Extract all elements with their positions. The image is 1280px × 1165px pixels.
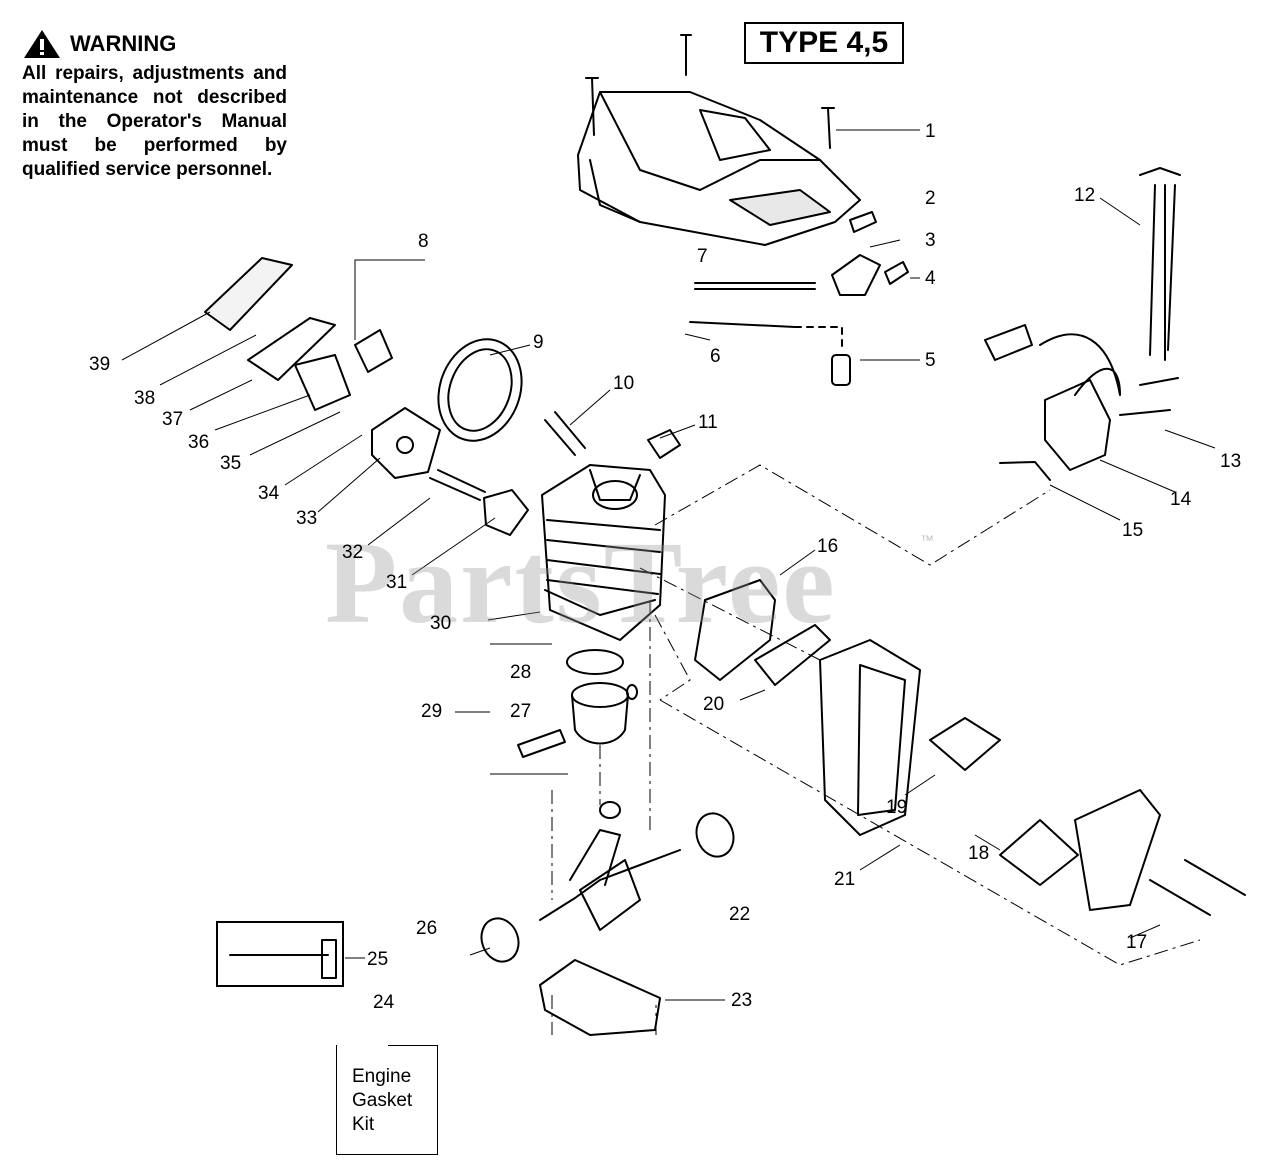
type-label: TYPE 4,5 [744,22,904,64]
callout-28: 28 [510,662,532,683]
callout-7: 7 [697,246,708,267]
callout-32: 32 [342,542,364,563]
callout-4: 4 [925,268,936,289]
kit-label-line: Kit [352,1114,375,1135]
callout-33: 33 [296,508,318,529]
warning-text: All repairs, adjustments and maintenance… [22,63,287,180]
kit-label-line: Gasket [352,1090,413,1111]
warning-title: WARNING [70,31,177,56]
engine-gasket-kit-box: Engine Gasket Kit [336,1045,438,1155]
tool-part [229,939,337,979]
muffler-cover [1074,789,1161,911]
callout-31: 31 [386,572,408,593]
callout-34: 34 [258,483,280,504]
callout-5: 5 [925,350,936,371]
callout-17: 17 [1126,932,1148,953]
spark-screen [999,819,1079,886]
callout-14: 14 [1170,489,1192,510]
crankcase-part [539,959,661,1036]
warning-notice: WARNING All repairs, adjustments and mai… [22,28,287,182]
plug-part [849,211,877,233]
bolt-part [884,261,909,285]
callout-9: 9 [533,332,544,353]
warning-icon [24,30,60,58]
spark-plug [544,411,586,456]
cylinder-part [541,464,666,641]
gasket-part [483,489,529,536]
callout-25: 25 [367,949,389,970]
callout-36: 36 [188,432,210,453]
callout-15: 15 [1122,520,1144,541]
muffler-body [819,639,921,836]
piston-ring [566,649,624,675]
rod-part [694,282,816,290]
callout-10: 10 [613,373,635,394]
callout-20: 20 [703,694,725,715]
bearing-part [695,812,735,858]
exhaust-gasket [754,624,831,686]
air-filter-part [204,257,293,331]
spark-cap [984,324,1033,361]
bearing-part [480,917,520,963]
callout-39: 39 [89,354,111,375]
callout-27: 27 [510,701,532,722]
muffler-gasket [694,579,776,681]
callout-11: 11 [698,412,718,433]
intake-boot [371,407,441,479]
callout-37: 37 [162,409,184,430]
crankshaft-part [539,801,681,931]
hose-part [689,321,796,328]
callout-18: 18 [968,843,990,864]
callout-8: 8 [418,231,429,252]
callout-6: 6 [710,346,721,367]
callout-26: 26 [416,918,438,939]
intake-part [354,329,393,373]
carburetor-part [294,354,351,411]
trademark-symbol: ™ [920,532,934,548]
callout-19: 19 [886,797,908,818]
callout-22: 22 [729,904,751,925]
callout-2: 2 [925,188,936,209]
piston-part [571,682,629,745]
callout-38: 38 [134,388,156,409]
callout-16: 16 [817,536,839,557]
callout-23: 23 [731,990,753,1011]
callout-12: 12 [1074,185,1096,206]
top-cover-part [577,91,861,246]
carburetor-cover [247,317,336,381]
callout-13: 13 [1220,451,1242,472]
deflector-part [929,717,1001,771]
callout-21: 21 [834,869,856,890]
callout-29: 29 [421,701,443,722]
filter-ring [437,338,523,442]
spark-lead [1039,333,1121,396]
watermark: PartsTree [325,517,837,648]
cover-screw [821,107,835,149]
wire-harness [1139,167,1181,361]
tool-frame [216,921,344,987]
hose-link [794,326,843,351]
callout-35: 35 [220,453,242,474]
piston-pin [517,729,566,758]
callout-1: 1 [925,121,936,142]
bolt-part [1149,859,1246,916]
fuel-filter-part [831,354,851,386]
callout-3: 3 [925,230,936,251]
grommet-part [831,254,881,296]
callout-30: 30 [430,613,452,634]
kit-label-line: Engine [352,1066,412,1087]
ignition-coil [1044,379,1111,471]
cover-screw [585,77,599,136]
bracket-part [999,461,1051,481]
bolt-part [429,469,486,501]
cover-screw [680,34,692,76]
callout-24: 24 [373,992,395,1013]
boot-part [647,429,681,459]
